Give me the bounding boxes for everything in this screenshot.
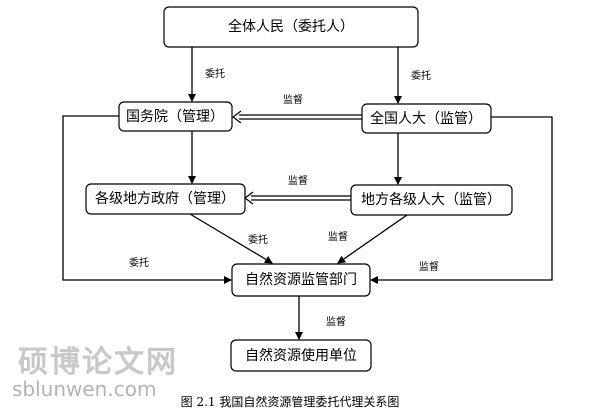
edge-gov-to-regulator [189,213,273,264]
node-state-council: 国务院（管理） [118,101,233,132]
node-regulator: 自然资源监管部门 [231,263,371,297]
node-user-unit-label: 自然资源使用单位 [245,347,357,364]
node-local-congress: 地方各级人大（监管） [350,184,513,216]
edge-label-left-bypass: 委托 [129,256,149,269]
figure-caption: 图 2.1 我国自然资源管理委托代理关系图 [181,394,400,409]
edge-congress-to-gov [244,191,351,205]
node-local-gov: 各级地方政府（管理） [85,183,246,215]
edge-label-congress-to-gov: 监督 [288,174,308,187]
watermark: 硕博论文网 sblunwen.com [12,345,178,401]
edge-label-right-bypass: 监督 [419,260,439,273]
edge-left-bypass [62,115,232,284]
edge-label-npc-to-state-council: 监督 [283,93,303,106]
edge-label-people-to-state-council: 委托 [205,67,225,80]
node-people: 全体人民（委托人） [163,6,419,48]
node-user-unit: 自然资源使用单位 [230,339,372,372]
edge-label-congress-to-regulator: 监督 [328,230,348,243]
edge-right-bypass [370,116,553,284]
node-npc: 全国人大（监管） [361,103,492,134]
node-people-label: 全体人民（委托人） [228,18,354,35]
edge-label-regulator-to-user: 监督 [326,315,346,328]
edge-congress-to-regulator [337,214,408,264]
node-local-congress-label: 地方各级人大（监管） [361,192,501,208]
node-state-council-label: 国务院（管理） [126,109,224,125]
edge-label-gov-to-regulator: 委托 [248,233,268,246]
node-local-gov-label: 各级地方政府（管理） [95,191,235,207]
node-regulator-label: 自然资源监管部门 [245,271,357,288]
edge-npc-to-state-council [232,110,362,124]
watermark-chinese: 硕博论文网 [18,345,178,380]
node-npc-label: 全国人大（监管） [370,110,482,127]
watermark-latin: sblunwen.com [12,377,156,401]
edge-label-people-to-npc: 委托 [411,69,431,82]
